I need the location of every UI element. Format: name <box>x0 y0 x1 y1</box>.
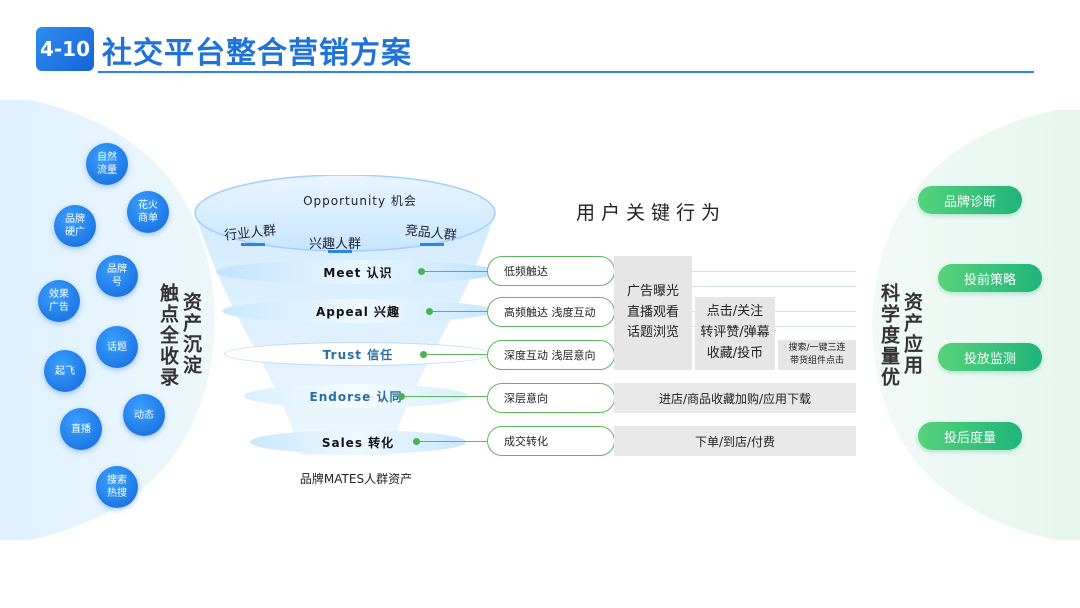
bubble-label: 话题 <box>107 341 127 353</box>
behavior-box-search: 搜索/一键三连 带货组件点击 <box>778 340 856 370</box>
behavior-item: 话题浏览 <box>626 325 679 341</box>
bubble-label: 起飞 <box>55 365 75 377</box>
bubble-natural-traffic: 自然流量 <box>86 143 128 185</box>
row-guide <box>614 271 856 272</box>
capsule-low-reach: 低频触达 <box>487 256 615 286</box>
connector-line <box>425 271 487 272</box>
bubble-label: 动态 <box>134 409 154 421</box>
bubble-brand-ads: 品牌硬广 <box>54 205 96 247</box>
bubble-label: 自然流量 <box>97 152 117 176</box>
connector-dot <box>420 351 427 358</box>
behavior-box-search-text: 搜索/一键三连 带货组件点击 <box>788 342 845 369</box>
connector-line <box>427 354 487 355</box>
pill-brand-diagnosis: 品牌诊断 <box>918 186 1022 214</box>
bubble-label: 品牌号 <box>107 264 127 288</box>
bubble-huahuo: 花火商单 <box>127 191 169 233</box>
header-divider <box>98 71 1034 73</box>
behavior-item: 带货组件点击 <box>789 356 844 366</box>
bubble-label: 搜索热搜 <box>107 475 127 499</box>
behavior-item: 搜索/一键三连 <box>788 342 846 353</box>
behavior-box-interaction-text: 点击/关注 转评赞/弹幕 收藏/投币 <box>700 302 769 364</box>
capsule-deep-intent: 深层意向 <box>487 383 615 413</box>
stage-sales: Sales 转化 <box>250 430 466 454</box>
right-label-outer: 资产应用 <box>901 292 923 376</box>
behavior-box-exposure: 广告曝光 直播观看 话题浏览 <box>614 256 692 370</box>
connector-dot <box>398 393 405 400</box>
bubble-label: 效果广告 <box>49 289 69 313</box>
bubble-search-hot: 搜索热搜 <box>96 466 138 508</box>
row-guide <box>614 286 856 287</box>
capsule-conversion: 成交转化 <box>487 426 615 456</box>
group-underline <box>241 243 265 246</box>
stage-meet: Meet 认识 <box>216 260 500 284</box>
bubble-dynamic: 动态 <box>123 394 165 436</box>
section-number-badge: 4-10 <box>36 27 94 71</box>
connector-line <box>433 311 487 312</box>
connector-line <box>420 441 487 442</box>
connector-dot <box>426 308 433 315</box>
group-interest: 兴趣人群 <box>309 237 362 252</box>
page-title: 社交平台整合营销方案 <box>102 36 412 71</box>
right-label-inner: 科学度量优 <box>878 283 900 388</box>
bubble-label: 花火商单 <box>138 200 158 224</box>
capsule-deep-interaction: 深度互动 浅层意向 <box>487 340 615 370</box>
behavior-item: 直播观看 <box>626 304 679 320</box>
pill-monitoring: 投放监测 <box>938 343 1042 371</box>
connector-line <box>405 396 487 397</box>
capsule-high-reach: 高频触达 浅度互动 <box>487 297 615 327</box>
funnel-caption: 品牌MATES人群资产 <box>299 472 413 486</box>
bubble-takeoff: 起飞 <box>44 350 86 392</box>
bubble-topic: 话题 <box>96 326 138 368</box>
behavior-bar-sales: 下单/到店/付费 <box>614 426 856 456</box>
bubble-label: 品牌硬广 <box>65 214 85 238</box>
behavior-item: 转评赞/弹幕 <box>700 325 770 341</box>
behavior-box-exposure-text: 广告曝光 直播观看 话题浏览 <box>627 282 679 344</box>
bubble-brand-account: 品牌号 <box>96 255 138 297</box>
behavior-title: 用户关键行为 <box>576 202 727 224</box>
bubble-live: 直播 <box>60 408 102 450</box>
bubble-label: 直播 <box>71 423 91 435</box>
bubble-performance-ads: 效果广告 <box>38 280 80 322</box>
behavior-box-interaction: 点击/关注 转评赞/弹幕 收藏/投币 <box>695 297 775 370</box>
connector-dot <box>418 268 425 275</box>
funnel-top-label: Opportunity 机会 <box>303 194 417 208</box>
pill-post-measurement: 投后度量 <box>918 422 1022 450</box>
behavior-item: 点击/关注 <box>706 304 764 320</box>
behavior-item: 广告曝光 <box>626 283 679 299</box>
group-underline <box>328 250 352 253</box>
behavior-bar-endorse: 进店/商品收藏加购/应用下载 <box>614 383 856 413</box>
behavior-item: 收藏/投币 <box>706 345 764 361</box>
group-underline <box>420 243 444 246</box>
pill-pre-strategy: 投前策略 <box>938 264 1042 292</box>
left-label-outer: 资产沉淀 <box>180 292 202 376</box>
left-label-inner: 触点全收录 <box>157 283 179 388</box>
connector-dot <box>413 438 420 445</box>
